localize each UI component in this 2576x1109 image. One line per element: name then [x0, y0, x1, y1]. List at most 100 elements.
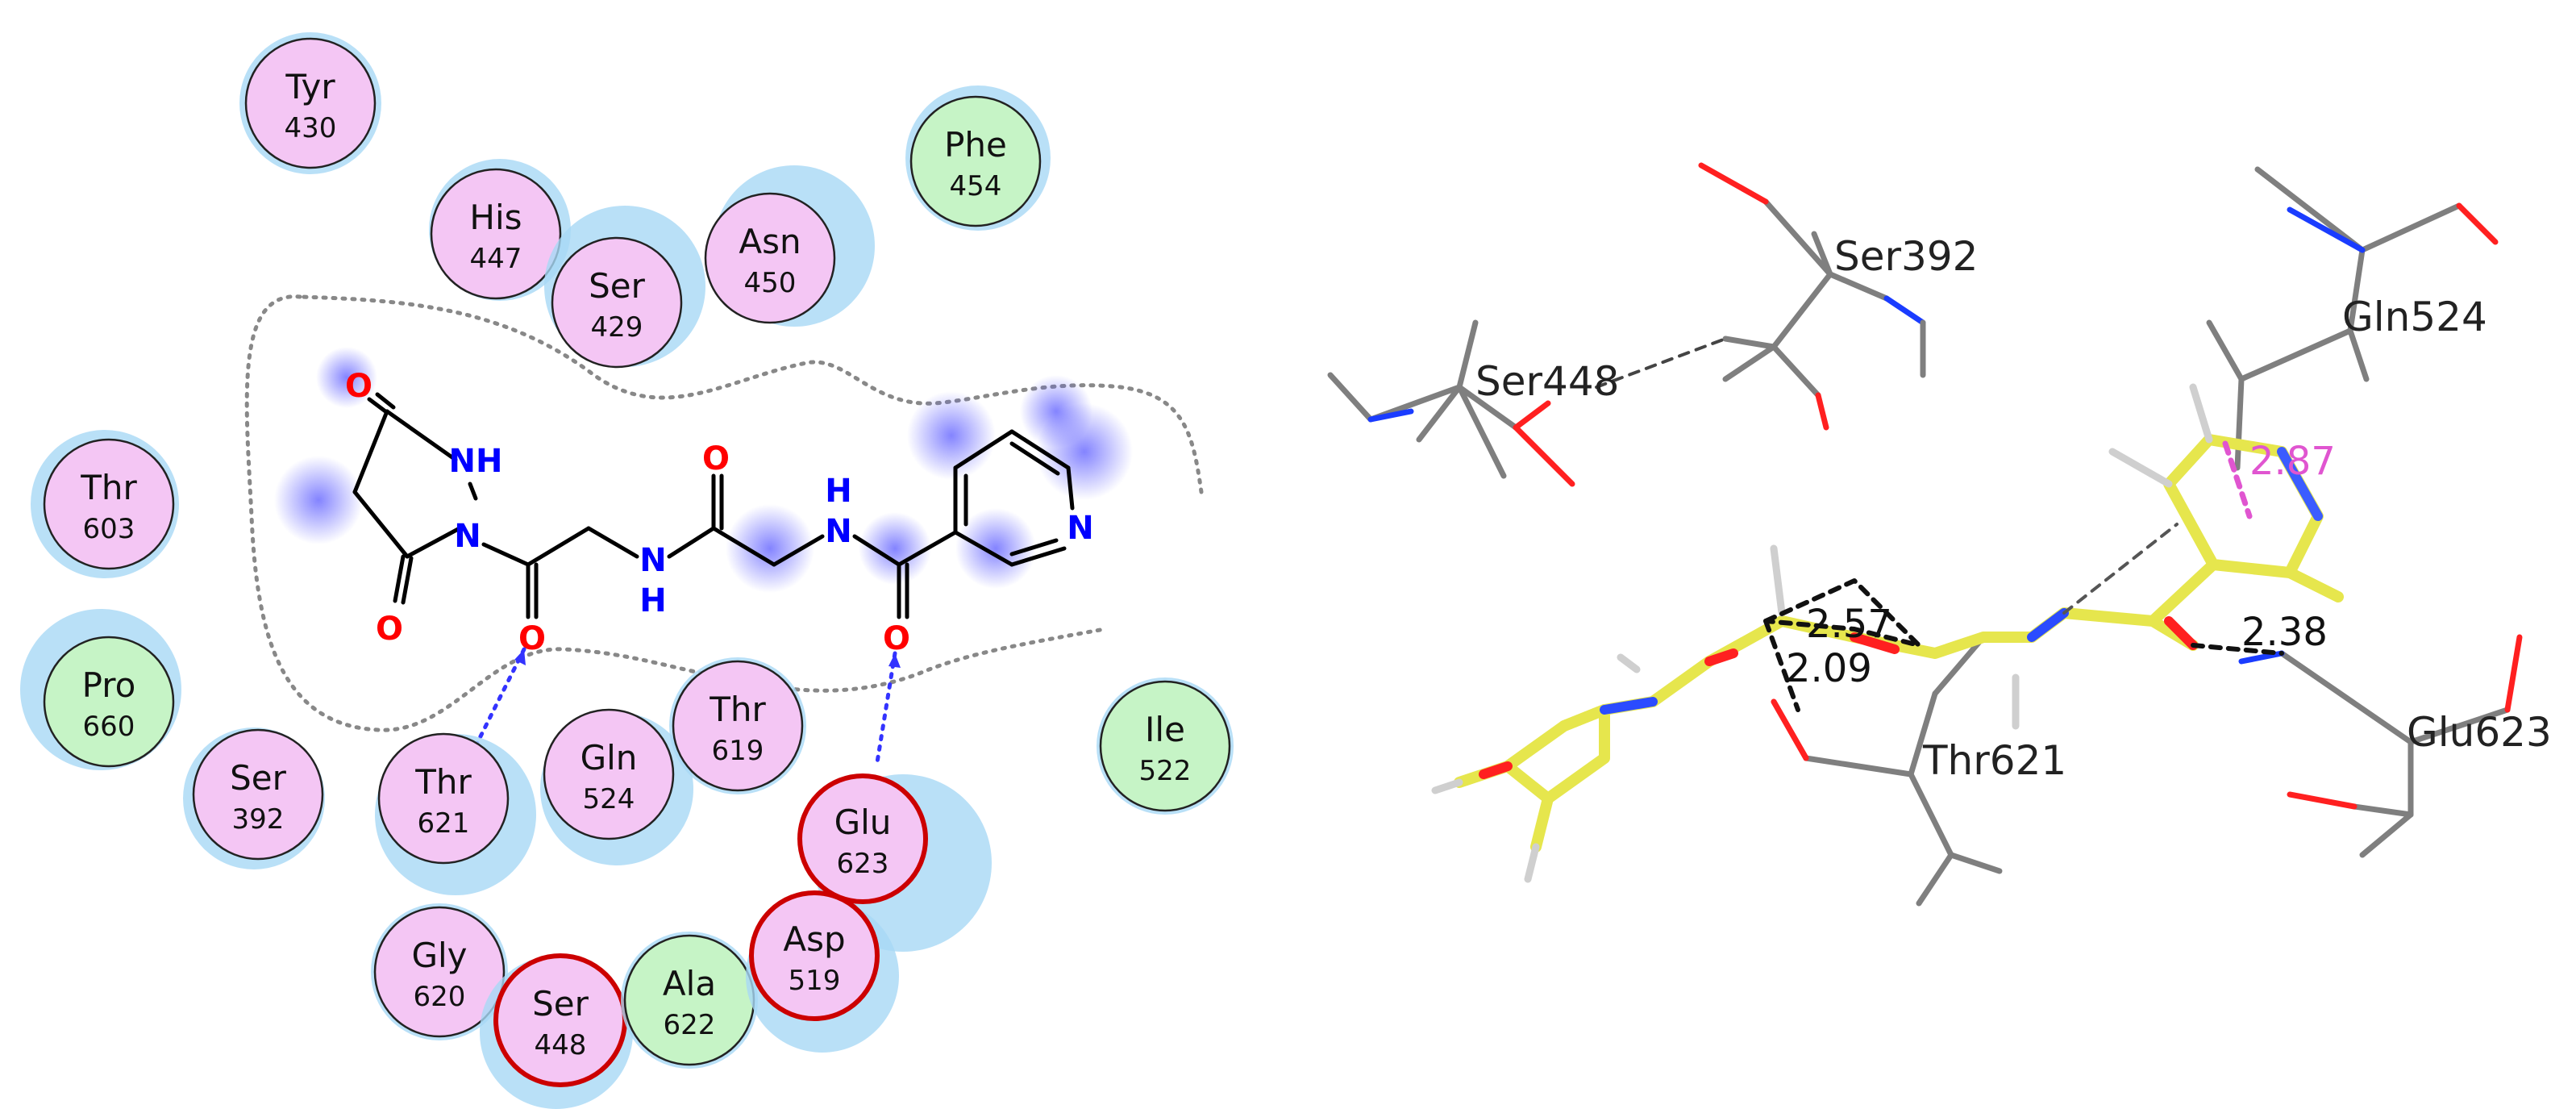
- ligand-hydrogens: [1431, 383, 2213, 883]
- residue-number: 519: [789, 965, 841, 997]
- residue-number: 450: [744, 267, 797, 299]
- residue-name: Glu: [834, 803, 892, 842]
- residue-asn-450: Asn 450: [704, 165, 875, 327]
- residue-ser-448: Ser 448: [480, 953, 633, 1109]
- atom-o-ring-bottom: O: [376, 611, 403, 648]
- residue-asp-519: Asp 519: [746, 890, 899, 1053]
- distance-b: 2.09: [1786, 646, 1872, 691]
- residue-thr-603: Thr 603: [31, 430, 179, 578]
- residue-name: His: [469, 198, 522, 237]
- pocket-contour: [244, 294, 1204, 732]
- residue-pro-660: Pro 660: [20, 609, 181, 770]
- residue-disc: [797, 773, 928, 904]
- residue-number: 522: [1139, 755, 1192, 787]
- residue-disc: [543, 708, 675, 840]
- residue-number: 621: [418, 807, 470, 840]
- label-ser392: Ser392: [1834, 233, 1979, 280]
- label-ser448: Ser448: [1475, 358, 1620, 405]
- residue-name: Tyr: [285, 67, 335, 106]
- residue-tyr-430: Tyr 430: [239, 32, 381, 174]
- atom-n-ring: N: [454, 518, 481, 555]
- residue-name: Phe: [944, 125, 1007, 165]
- residue-disc: [43, 636, 175, 768]
- residue-thr-621: Thr 621: [375, 732, 536, 895]
- residue-disc: [373, 906, 506, 1038]
- residue-disc: [377, 732, 510, 865]
- residue-ala-622: Ala 622: [621, 932, 758, 1069]
- residue-disc: [749, 890, 880, 1021]
- residue-number: 429: [591, 311, 643, 344]
- residue-gly-620: Gly 620: [371, 903, 508, 1040]
- residue-phe-454: Phe 454: [905, 85, 1051, 231]
- residue-name: Gly: [411, 936, 467, 975]
- residue-number: 619: [712, 735, 764, 767]
- residue-disc: [551, 236, 683, 369]
- protein-sticks: [1327, 162, 2523, 907]
- residue-name: Gln: [581, 738, 638, 778]
- residue-number: 524: [583, 783, 635, 815]
- distance-pi: 2.87: [2249, 439, 2336, 484]
- residue-disc: [672, 660, 804, 792]
- residue-name: Ser: [532, 984, 589, 1024]
- hbond-glu623: [875, 651, 897, 765]
- ligand-sticks: [1454, 434, 2344, 853]
- label-gln524: Gln524: [2342, 294, 2487, 340]
- residue-name: Pro: [82, 665, 136, 705]
- residue-number: 660: [83, 711, 135, 743]
- residue-name: Thr: [414, 762, 472, 802]
- interaction-lines: [1595, 337, 2284, 712]
- residue-gln-524: Gln 524: [540, 708, 693, 865]
- residue-name: Ser: [589, 266, 646, 306]
- residue-name: Asp: [783, 919, 845, 959]
- residue-ser-429: Ser 429: [544, 206, 705, 369]
- ligand-skeleton: [352, 392, 1075, 619]
- atom-h-amide2: H: [825, 473, 851, 510]
- atom-n-amide2: N: [825, 513, 851, 550]
- ligand-heteroatom-sticks: [1479, 447, 2323, 779]
- residue-number: 448: [535, 1029, 587, 1061]
- residue-name: Thr: [80, 468, 137, 507]
- residue-number: 430: [285, 112, 337, 144]
- atom-n-amide1: N: [639, 542, 666, 579]
- residue-number: 392: [232, 803, 285, 836]
- residue-name: Ala: [663, 964, 716, 1003]
- residue-disc: [909, 95, 1042, 227]
- atom-nh-ring: NH: [449, 443, 503, 480]
- residue-disc: [430, 168, 562, 300]
- atom-o-amide3: O: [883, 620, 910, 657]
- residue-name: Asn: [739, 222, 801, 261]
- residue-disc: [704, 192, 836, 324]
- label-thr621: Thr621: [1922, 737, 2066, 784]
- residue-ser-392: Ser 392: [183, 728, 325, 869]
- hbond-thr621: [473, 647, 526, 748]
- atom-o-amide2: O: [702, 440, 730, 477]
- residue-number: 603: [83, 513, 135, 545]
- residue-number: 623: [837, 848, 889, 880]
- residue-number: 454: [950, 170, 1002, 202]
- residue-disc: [43, 438, 175, 570]
- solvent-exposure-glows: [274, 347, 1133, 593]
- hbond-glu623-arrowhead: [888, 653, 901, 668]
- residue-number: 622: [664, 1009, 716, 1041]
- distance-a: 2.57: [1806, 602, 1892, 647]
- residue-number: 620: [414, 981, 466, 1013]
- residue-name: Ile: [1145, 710, 1185, 749]
- residue-disc: [192, 728, 324, 861]
- residue-disc: [1099, 680, 1231, 812]
- residue-name: Ser: [230, 758, 287, 798]
- distance-c: 2.38: [2241, 610, 2328, 655]
- residue-disc: [244, 37, 377, 169]
- residue-glu-623: Glu 623: [797, 773, 992, 952]
- atom-n-pyridine: N: [1067, 510, 1093, 547]
- atom-h-amide1: H: [639, 582, 666, 619]
- residue-ile-522: Ile 522: [1097, 677, 1234, 815]
- hbond-thr621-arrowhead: [514, 649, 526, 665]
- ligand-3d-pose: Ser392 Ser448 Gln524 Thr621 Glu623 2.87 …: [1327, 162, 2552, 907]
- label-glu623: Glu623: [2407, 709, 2552, 756]
- atom-o-ring-top: O: [345, 368, 372, 405]
